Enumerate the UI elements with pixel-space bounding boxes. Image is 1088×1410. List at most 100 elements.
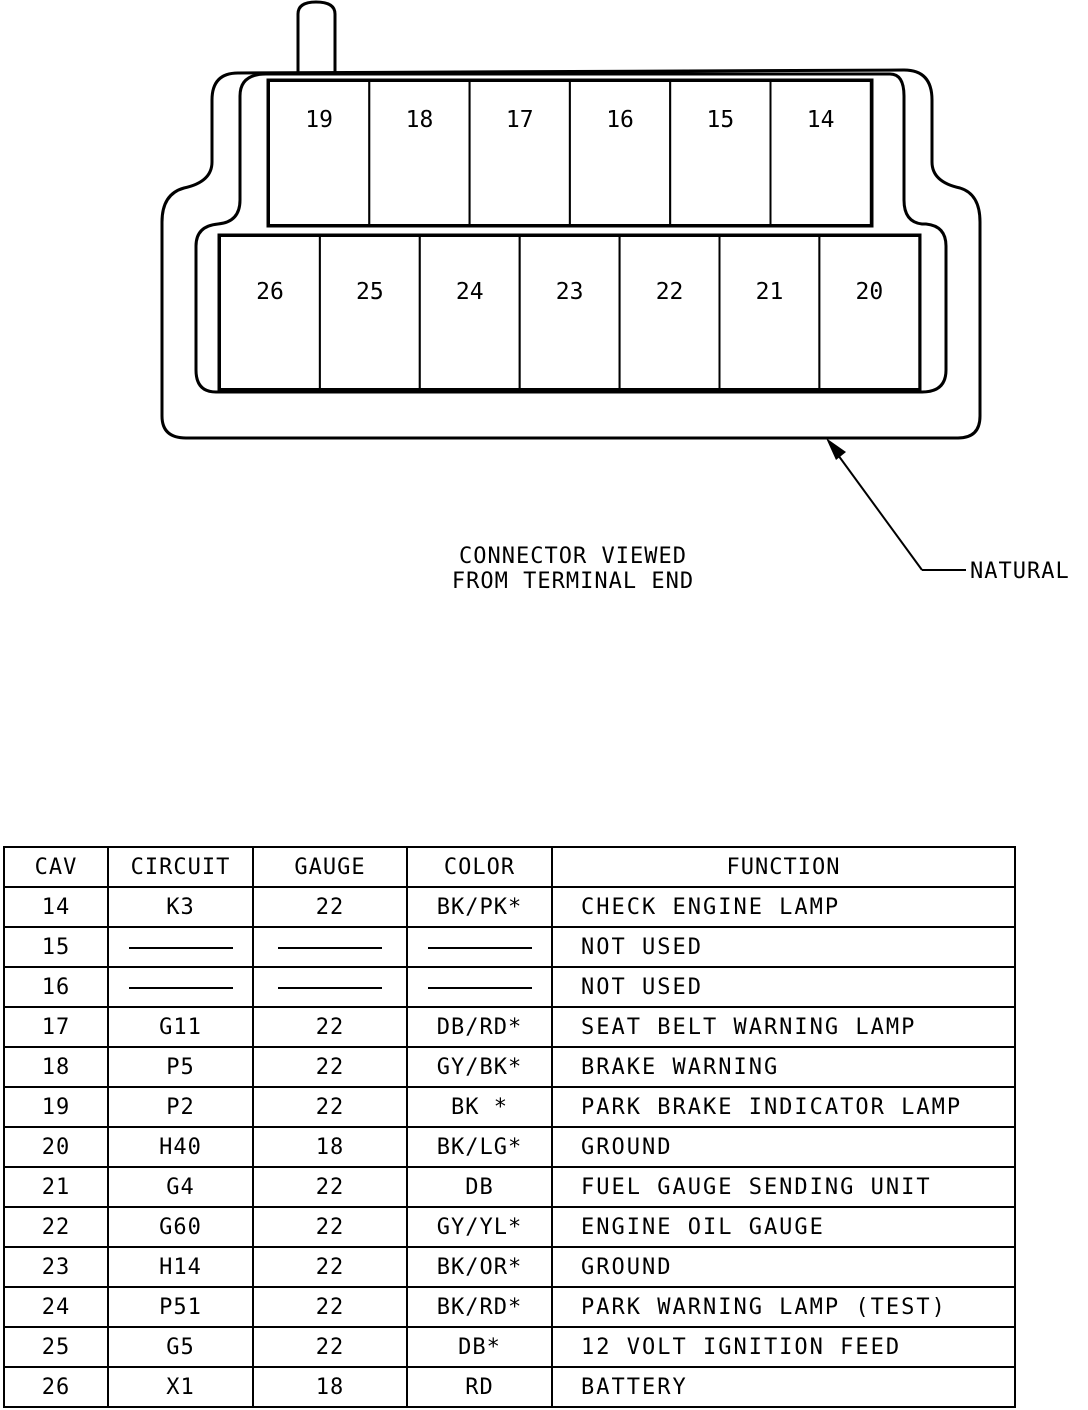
cell-cav: 19 [3, 1086, 109, 1128]
empty-dash [128, 986, 233, 989]
cell-gauge: 22 [252, 1086, 408, 1128]
cavity-label-19: 19 [305, 107, 333, 133]
empty-dash [128, 946, 233, 949]
connector-latch [296, 0, 337, 72]
cell-circuit: P2 [107, 1086, 254, 1128]
cell-gauge: 22 [252, 1286, 408, 1328]
cavity-19 [268, 80, 371, 226]
cell-cav: 15 [3, 926, 109, 968]
cell-cav: 16 [3, 966, 109, 1008]
cavity-14 [769, 80, 872, 226]
cavity-23 [518, 235, 621, 390]
cavity-label-21: 21 [756, 279, 784, 305]
cell-gauge [252, 966, 408, 1008]
cell-function: SEAT BELT WARNING LAMP [551, 1006, 1016, 1048]
header-cav: CAV [3, 846, 109, 888]
cavity-25 [318, 235, 421, 390]
caption-line-2: FROM TERMINAL END [452, 569, 694, 594]
cell-function: PARK WARNING LAMP (TEST) [551, 1286, 1016, 1328]
cell-color: DB/RD* [406, 1006, 553, 1048]
empty-dash [278, 946, 382, 949]
cell-color: GY/YL* [406, 1206, 553, 1248]
cell-circuit: G5 [107, 1326, 254, 1368]
cell-color: BK/RD* [406, 1286, 553, 1328]
cell-gauge: 22 [252, 1046, 408, 1088]
cell-cav: 26 [3, 1366, 109, 1408]
cavity-20 [818, 235, 921, 390]
cell-color: BK/PK* [406, 886, 553, 928]
cavity-label-14: 14 [807, 107, 835, 133]
cavity-label-18: 18 [406, 107, 434, 133]
header-function: FUNCTION [551, 846, 1016, 888]
callout-leader-line [829, 443, 923, 571]
cell-cav: 22 [3, 1206, 109, 1248]
cell-cav: 17 [3, 1006, 109, 1048]
cavity-18 [368, 80, 471, 226]
header-gauge: GAUGE [252, 846, 408, 888]
cell-function: NOT USED [551, 926, 1016, 968]
cavity-26 [219, 235, 321, 390]
cell-color: GY/BK* [406, 1046, 553, 1088]
cell-gauge: 22 [252, 1206, 408, 1248]
cell-function: BRAKE WARNING [551, 1046, 1016, 1088]
cell-cav: 18 [3, 1046, 109, 1088]
cell-circuit: H14 [107, 1246, 254, 1288]
cell-gauge: 22 [252, 1166, 408, 1208]
cell-circuit: P5 [107, 1046, 254, 1088]
cell-circuit: G4 [107, 1166, 254, 1208]
cell-color: BK/OR* [406, 1246, 553, 1288]
cavity-15 [669, 80, 772, 226]
cell-function: NOT USED [551, 966, 1016, 1008]
cell-gauge: 22 [252, 1006, 408, 1048]
cell-circuit [107, 926, 254, 968]
cell-cav: 20 [3, 1126, 109, 1168]
cell-gauge: 18 [252, 1366, 408, 1408]
cell-circuit: H40 [107, 1126, 254, 1168]
cell-color [406, 966, 553, 1008]
cell-circuit: X1 [107, 1366, 254, 1408]
cell-circuit: P51 [107, 1286, 254, 1328]
cavity-22 [618, 235, 721, 390]
natural-callout-label: NATURAL [970, 559, 1070, 584]
cell-cav: 14 [3, 886, 109, 928]
cell-color: RD [406, 1366, 553, 1408]
cavity-label-25: 25 [356, 279, 384, 305]
cavity-label-22: 22 [656, 279, 684, 305]
cell-gauge: 18 [252, 1126, 408, 1168]
cell-function: 12 VOLT IGNITION FEED [551, 1326, 1016, 1368]
cavity-label-17: 17 [506, 107, 534, 133]
empty-dash [427, 986, 532, 989]
cell-function: PARK BRAKE INDICATOR LAMP [551, 1086, 1016, 1128]
cell-gauge [252, 926, 408, 968]
cavity-label-23: 23 [556, 279, 584, 305]
cell-color: BK/LG* [406, 1126, 553, 1168]
cavity-16 [568, 80, 672, 226]
header-circuit: CIRCUIT [107, 846, 254, 888]
cell-circuit [107, 966, 254, 1008]
table-row: 15 NOT USED [3, 926, 1016, 968]
cell-gauge: 22 [252, 1326, 408, 1368]
cell-function: GROUND [551, 1246, 1016, 1288]
table-header-row: CAV CIRCUIT GAUGE COLOR FUNCTION [3, 846, 1016, 888]
callout-arrowhead [826, 438, 846, 460]
cell-cav: 25 [3, 1326, 109, 1368]
cavity-24 [418, 235, 521, 390]
cell-function: GROUND [551, 1126, 1016, 1168]
empty-dash [278, 986, 382, 989]
cell-circuit: G60 [107, 1206, 254, 1248]
cell-cav: 21 [3, 1166, 109, 1208]
cavity-label-15: 15 [706, 107, 734, 133]
cell-function: CHECK ENGINE LAMP [551, 886, 1016, 928]
